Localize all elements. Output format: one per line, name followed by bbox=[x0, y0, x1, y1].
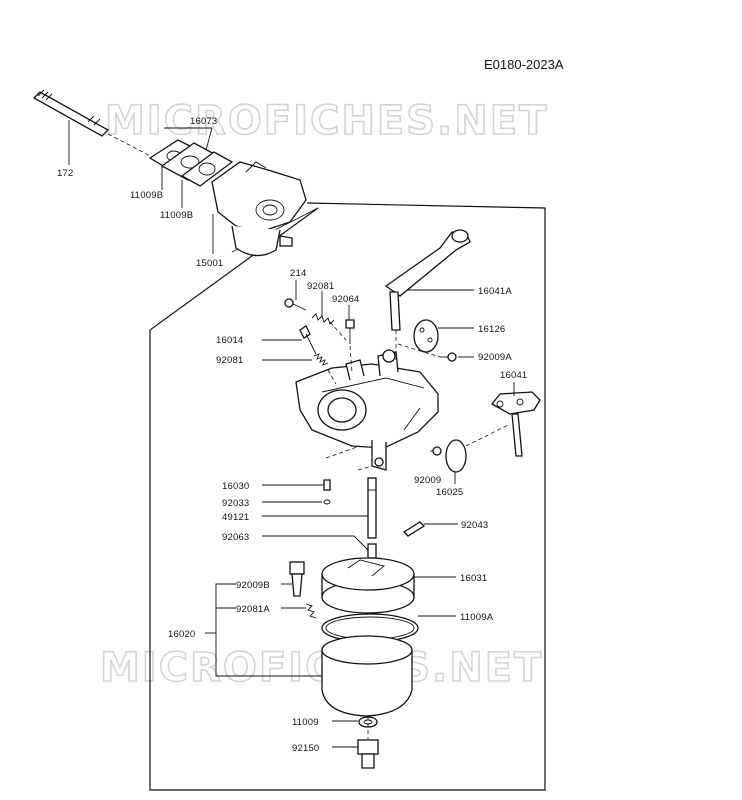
drain-screw-92009b bbox=[289, 561, 305, 597]
screw-92009a bbox=[440, 352, 457, 362]
watermark-top: MICROFICHES.NET bbox=[105, 98, 548, 144]
label-16014: 16014 bbox=[216, 335, 243, 346]
label-92150: 92150 bbox=[292, 743, 319, 754]
carburetor-assy-15001 bbox=[211, 161, 307, 257]
label-16126: 16126 bbox=[478, 324, 505, 335]
carburetor-body bbox=[295, 349, 439, 471]
bracket-16020 bbox=[215, 583, 322, 677]
label-11009b-1: 11009B bbox=[130, 190, 163, 201]
choke-plate-16126 bbox=[413, 319, 439, 353]
watermark-bottom: MICROFICHES.NET bbox=[100, 645, 543, 691]
jet-16030 bbox=[323, 479, 331, 491]
gasket-11009b-2 bbox=[180, 151, 234, 187]
jet-92063 bbox=[367, 543, 377, 559]
label-16073: 16073 bbox=[190, 116, 217, 127]
label-49121: 49121 bbox=[222, 512, 249, 523]
label-92081-a: 92081 bbox=[307, 281, 334, 292]
spring-92081a bbox=[305, 603, 317, 619]
choke-lever-16041a bbox=[384, 229, 471, 331]
screw-92009 bbox=[432, 446, 442, 456]
float-bowl-16020 bbox=[321, 635, 413, 717]
label-92009a: 92009A bbox=[478, 352, 512, 363]
label-92081a: 92081A bbox=[236, 604, 270, 615]
label-92063: 92063 bbox=[222, 532, 249, 543]
detail-frame bbox=[149, 202, 546, 791]
label-11009a: 11009A bbox=[460, 612, 494, 623]
label-16041: 16041 bbox=[500, 370, 527, 381]
label-172: 172 bbox=[57, 168, 73, 179]
label-16025: 16025 bbox=[436, 487, 463, 498]
screw-16014 bbox=[299, 325, 317, 355]
label-92033: 92033 bbox=[222, 498, 249, 509]
label-11009: 11009 bbox=[292, 717, 319, 728]
pin-92043 bbox=[402, 521, 426, 537]
float-16031 bbox=[321, 557, 415, 614]
label-92009: 92009 bbox=[414, 475, 441, 486]
oring-92033 bbox=[323, 499, 331, 505]
label-92064: 92064 bbox=[332, 294, 359, 305]
bolt-92150 bbox=[357, 739, 379, 769]
label-15001: 15001 bbox=[196, 258, 223, 269]
spring-92081-a bbox=[311, 313, 335, 325]
label-16041a: 16041A bbox=[478, 286, 512, 297]
diagram-code: E0180-2023A bbox=[484, 57, 564, 72]
emulsion-tube-49121 bbox=[367, 477, 377, 539]
screw-92064 bbox=[345, 319, 355, 344]
screw-214 bbox=[284, 298, 307, 311]
throttle-lever-16041 bbox=[491, 391, 541, 457]
label-16031: 16031 bbox=[460, 573, 487, 584]
label-16020: 16020 bbox=[168, 629, 195, 640]
label-92009b: 92009B bbox=[236, 580, 270, 591]
stud-bolt bbox=[32, 89, 110, 137]
label-92081-b: 92081 bbox=[216, 355, 243, 366]
spring-92081-b bbox=[313, 353, 329, 366]
throttle-valve-16025 bbox=[445, 439, 467, 473]
label-11009b-2: 11009B bbox=[160, 210, 193, 221]
label-92043: 92043 bbox=[461, 520, 488, 531]
label-16030: 16030 bbox=[222, 481, 249, 492]
label-214: 214 bbox=[290, 268, 306, 279]
